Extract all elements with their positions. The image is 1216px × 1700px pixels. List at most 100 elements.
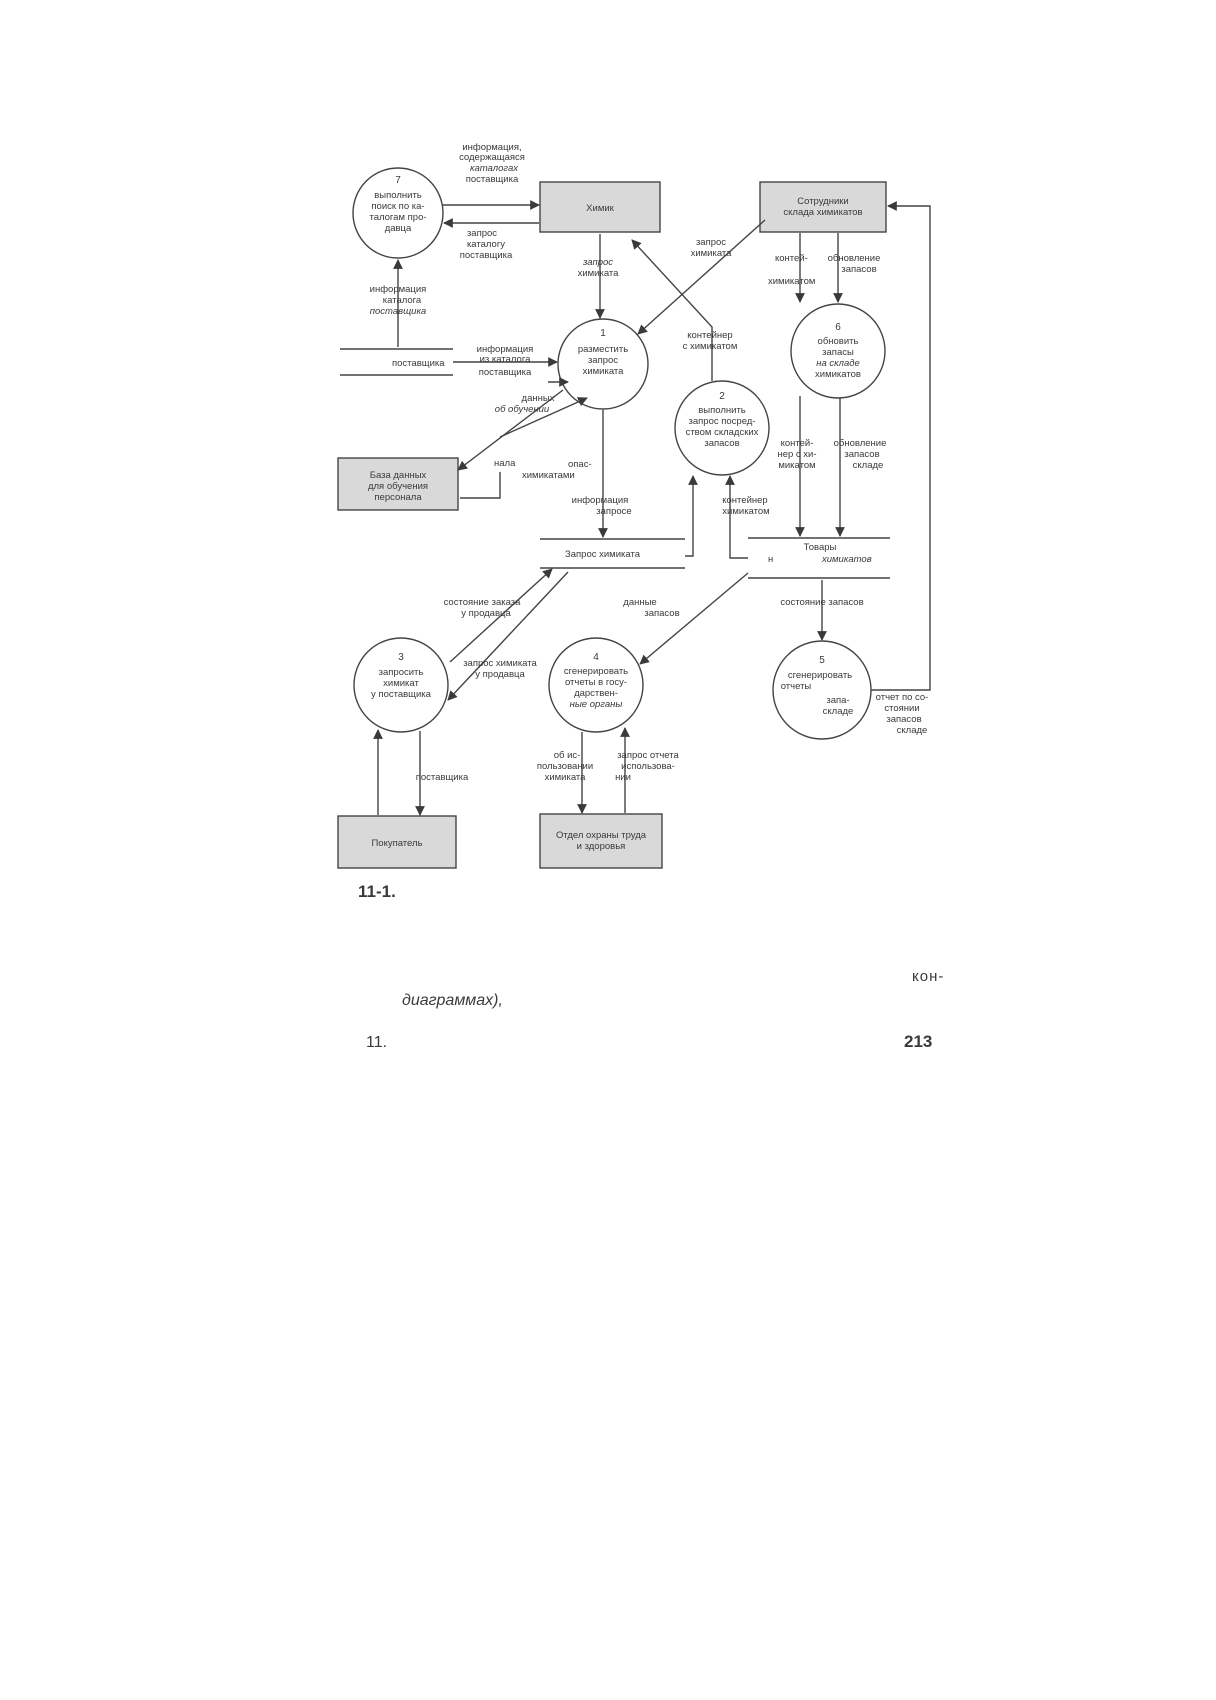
p1-line-3: химиката [583, 366, 625, 377]
p2-line-1: выполнить [698, 405, 746, 416]
fl-order-status-1: состояние заказа [444, 597, 522, 608]
fl-usage-request-1: запрос отчета [617, 750, 679, 761]
p6-line-3: на складе [816, 358, 860, 369]
fl-catalog-to-p1-2: из каталога [480, 354, 531, 365]
fl-chem-request-1: запрос [582, 257, 613, 268]
training-db-label-3: персонала [374, 492, 422, 503]
fl-vendor-request-2: у продавца [475, 669, 525, 680]
p2-number: 2 [719, 391, 725, 402]
process-2 [674, 380, 770, 476]
fl-stock-data-2: запасов [644, 608, 679, 619]
p6-line-2: запасы [822, 347, 854, 358]
fl-catalog-info-in-3: поставщика [370, 306, 426, 317]
flow-order-status [449, 568, 553, 663]
p3-line-1: запросить [379, 667, 424, 678]
flow-training-data [499, 397, 588, 438]
health-dept-label-2: и здоровья [577, 841, 626, 852]
fl-container-left-1: контей- [775, 253, 808, 264]
fl-update-stock2-3: складе [853, 460, 884, 471]
fl-hazard-2: химикатами [522, 470, 575, 481]
p2-line-2: запрос посред- [689, 416, 756, 427]
entity-warehouse-staff [759, 181, 887, 233]
p7-line-4: давца [385, 223, 412, 234]
process-3 [353, 637, 449, 733]
fl-catalog-info-out-2: содержащаяся [459, 152, 525, 163]
process-1 [557, 318, 649, 410]
fl-hazard-1: опас- [568, 459, 592, 470]
p7-line-1: выполнить [374, 190, 422, 201]
fl-stock-report-2: стоянии [884, 703, 919, 714]
fl-stock-data-1: данные [623, 597, 656, 608]
flow-vendor-request [447, 571, 569, 701]
fl-stock-status: состояние запасов [780, 597, 863, 608]
store-chemical-request-label: Запрос химиката [565, 549, 641, 560]
figure-caption: 11-1. [358, 882, 396, 901]
fl-container-p2-1: контейнер [722, 495, 767, 506]
fl-update-stock-1: обновление [828, 253, 881, 264]
process-4 [548, 637, 644, 733]
fl-update-stock2-2: запасов [844, 449, 879, 460]
fl-container-chem-1: контей- [781, 438, 814, 449]
flow-hazard [460, 472, 501, 499]
warehouse-staff-label-2: склада химикатов [783, 207, 862, 218]
p4-line-1: сгенерировать [564, 666, 628, 677]
fl-request-info-2: запросе [596, 506, 631, 517]
p4-number: 4 [593, 652, 599, 663]
entity-training-db [337, 457, 459, 511]
fl-container-chem-3: микатом [778, 460, 815, 471]
p7-number: 7 [395, 175, 401, 186]
p6-line-1: обновить [818, 336, 859, 347]
fl-request-info-1: информация [572, 495, 629, 506]
flow-stock-data [639, 572, 749, 665]
health-dept-label-1: Отдел охраны труда [556, 830, 647, 841]
fl-usage-request-3: нии [615, 772, 631, 783]
data-flow-diagram: Химик Сотрудники склада химикатов База д… [337, 142, 931, 869]
p4-line-4: ные органы [570, 699, 623, 710]
p5-number: 5 [819, 655, 825, 666]
fl-stock-in-warehouse-1: запа- [826, 695, 849, 706]
entity-chemist [539, 181, 661, 233]
fl-catalog-info-in-2: каталога [383, 295, 422, 306]
p1-line-1: разместить [578, 344, 628, 355]
fl-training-data-2: об обучении [495, 404, 550, 415]
fl-usage-1: об ис- [554, 750, 581, 761]
store-inventory-italic: химикатов [821, 554, 872, 565]
p5-line-1: сгенерировать [788, 670, 852, 681]
fl-stock-report-4: складе [897, 725, 928, 736]
p3-line-3: у поставщика [371, 689, 432, 700]
p4-line-2: отчеты в госу- [565, 677, 627, 688]
buyer-label: Покупатель [371, 838, 422, 849]
fl-container-p2-2: химикатом [722, 506, 769, 517]
fl-catalog-to-p1-1: информация [477, 344, 534, 355]
fl-order-status-2: у продавца [461, 608, 511, 619]
store-inventory-line-1: Товары [804, 542, 837, 553]
p7-line-3: талогам про- [369, 212, 426, 223]
fl-chem-request-2: химиката [578, 268, 620, 279]
training-db-label-2: для обучения [368, 481, 428, 492]
store-inventory-prefix: н [768, 554, 773, 565]
fl-staff-request-2: химиката [691, 248, 733, 259]
text-italic-fragment: диаграммах), [402, 992, 503, 1009]
process-6 [790, 303, 886, 399]
fl-catalog-info-out-1: информация, [462, 142, 521, 153]
p2-line-4: запасов [704, 438, 739, 449]
fl-training-label: нала [494, 458, 516, 469]
p6-line-4: химикатов [815, 369, 861, 380]
fl-supplier-label: поставщика [416, 772, 469, 783]
chemist-label: Химик [586, 203, 614, 214]
chapter-label: 11. [366, 1034, 388, 1051]
store-supplier-catalog-label: поставщика [392, 358, 445, 369]
fl-container-left-2: химикатом [768, 276, 815, 287]
fl-usage-2: пользовании [537, 761, 593, 772]
page-number: 213 [904, 1032, 933, 1051]
p4-line-3: дарствен- [574, 688, 618, 699]
flow-staff-request [637, 219, 766, 335]
fl-container-2: с химикатом [683, 341, 738, 352]
fl-usage-request-2: использова- [621, 761, 675, 772]
flow-training-out [457, 389, 564, 471]
p6-number: 6 [835, 322, 841, 333]
flow-container-to-chemist [631, 239, 713, 381]
flow-inventory-to-p2 [725, 475, 748, 559]
fl-vendor-request-1: запрос химиката [463, 658, 537, 669]
fl-stock-report-3: запасов [886, 714, 921, 725]
